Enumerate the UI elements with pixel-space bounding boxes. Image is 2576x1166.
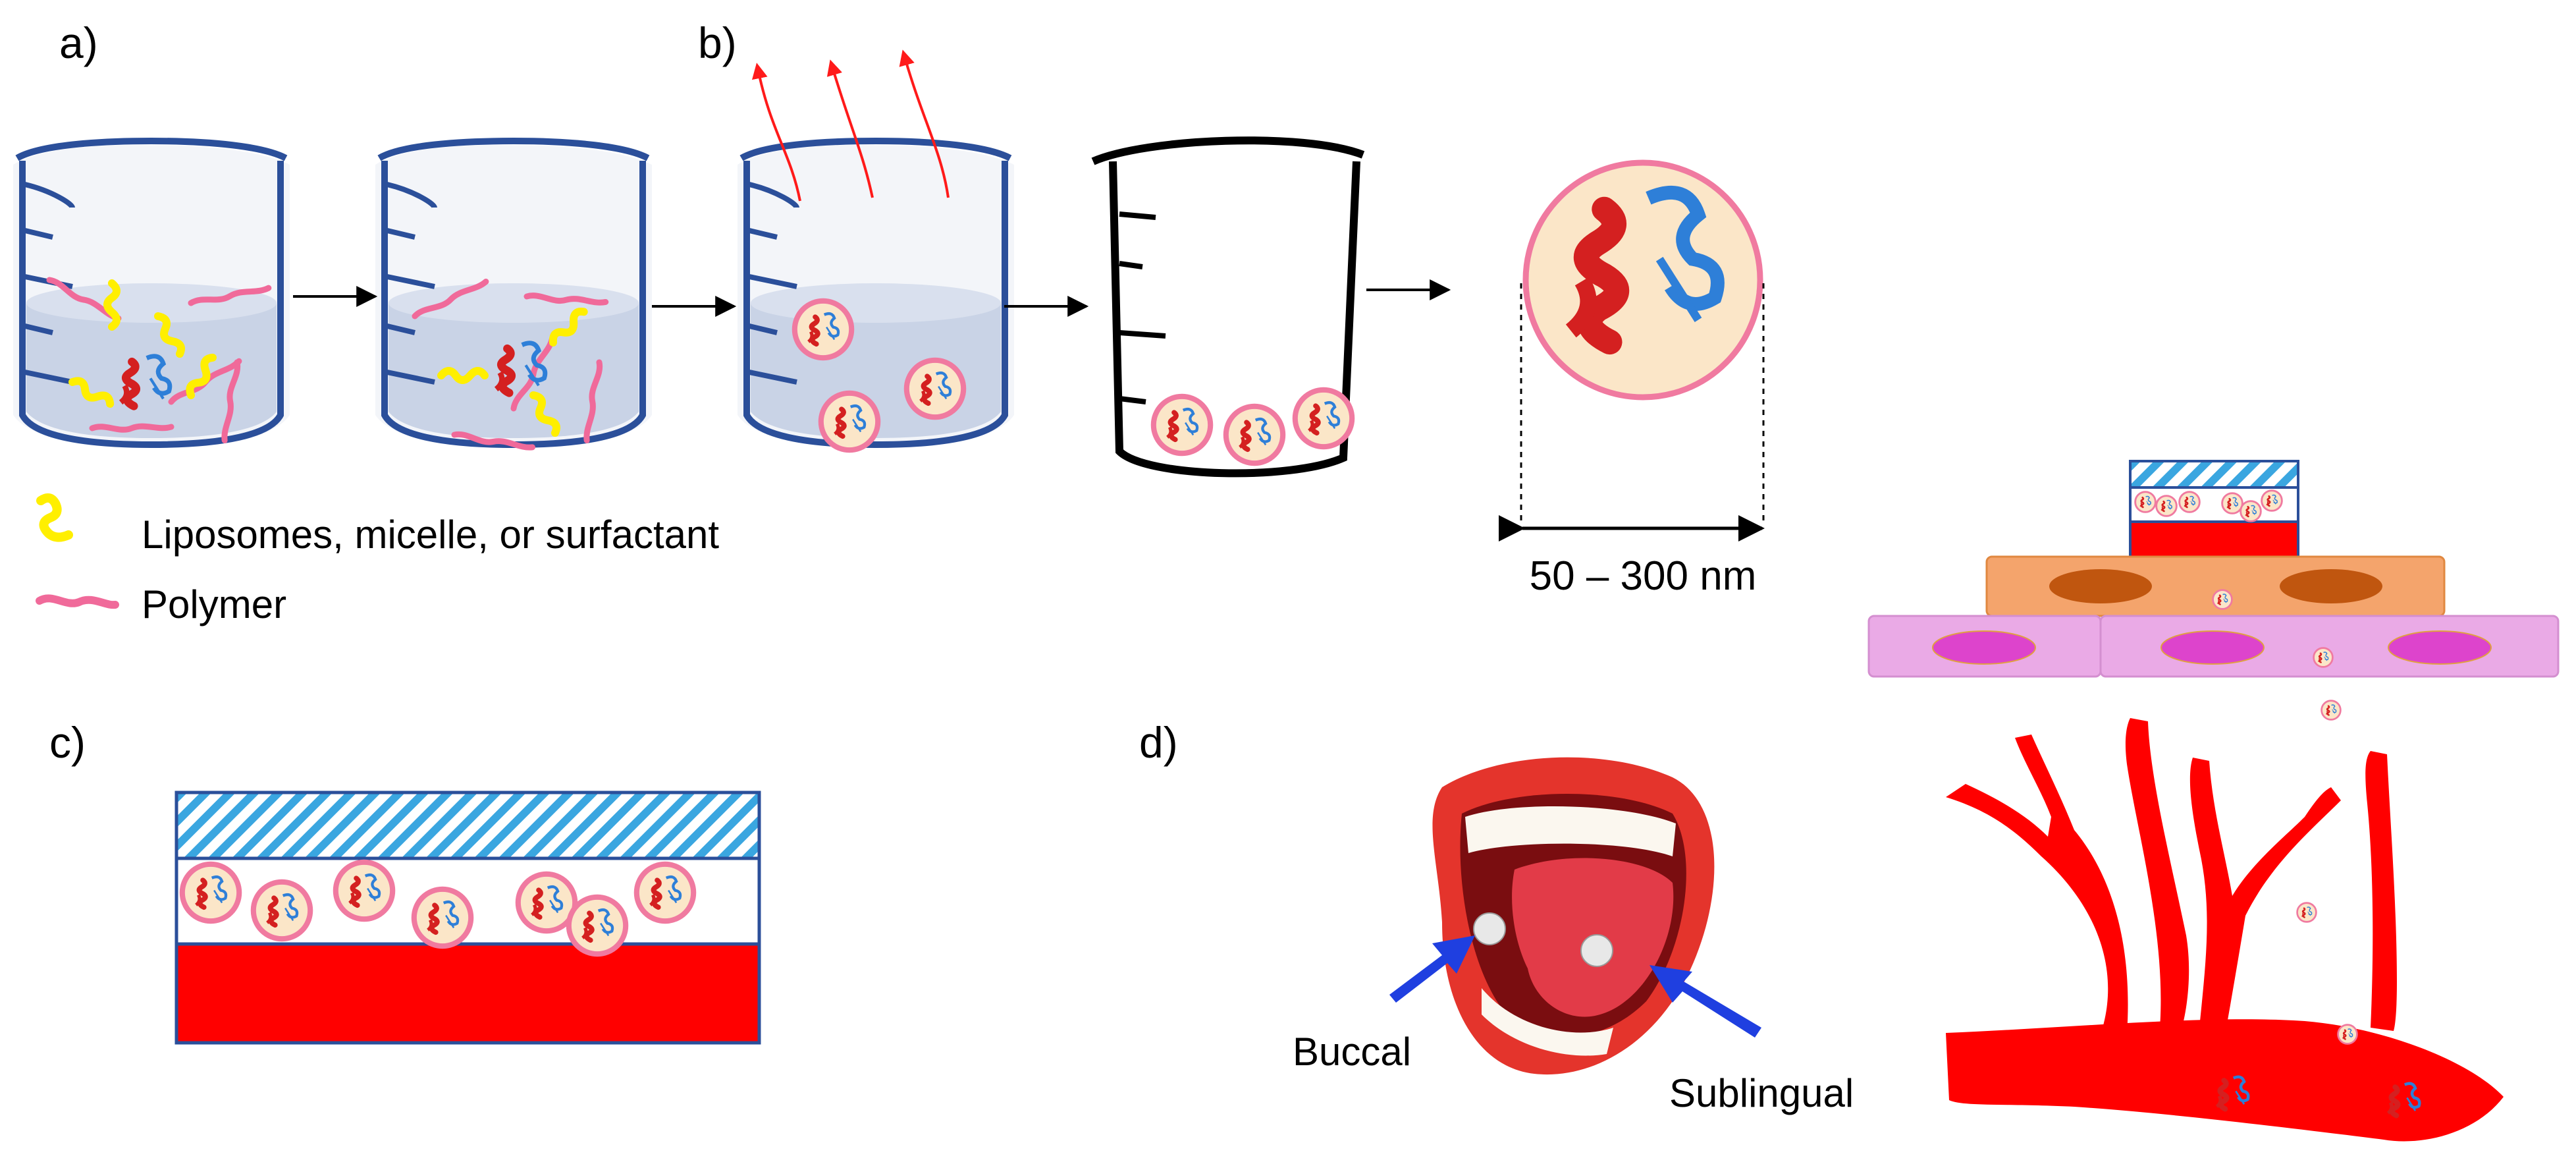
nanoparticle-icon <box>1154 397 1210 453</box>
film-cross-section <box>174 791 761 1045</box>
panel-label-b: b) <box>698 18 737 67</box>
mouth-icon <box>1432 757 1715 1075</box>
evaporation-arrows <box>752 49 950 202</box>
epithelium <box>1867 555 2560 720</box>
beaker-icon <box>375 141 652 450</box>
tablet-buccal <box>1473 912 1506 945</box>
mucoadhesive-layer <box>174 942 761 1045</box>
nanoparticle-icon <box>2213 590 2232 609</box>
nanoparticle-icon <box>254 882 310 939</box>
blood-vessel-icon <box>1946 718 2504 1142</box>
polymer-legend-icon <box>36 594 119 609</box>
sublingual-arrow-icon <box>1650 965 1761 1038</box>
route-label-buccal: Buccal <box>1293 1030 1411 1074</box>
route-arrows <box>1389 935 1761 1038</box>
nanoparticle-icon <box>2338 1025 2357 1044</box>
nanoparticle-icon <box>2322 701 2341 720</box>
buccal-arrow-icon <box>1389 935 1475 1003</box>
nanoparticle-icon <box>569 897 626 954</box>
tablet-sublingual <box>1580 934 1613 967</box>
legend-label-surfactant: Liposomes, micelle, or surfactant <box>142 513 719 557</box>
arrow-icon <box>293 279 1451 317</box>
size-range-label: 50 – 300 nm <box>1530 553 1757 599</box>
backing-layer <box>174 791 761 860</box>
nanoparticle-icon <box>637 864 693 921</box>
nanoparticle-icon <box>2314 648 2333 667</box>
beaker-icon <box>1091 136 1365 478</box>
nanoparticle-icon <box>1295 390 1352 447</box>
applied-film <box>2129 460 2299 559</box>
nanoparticle-enlarged <box>1499 159 1765 541</box>
nanoparticle-icon <box>336 862 392 919</box>
beaker-icon <box>738 141 1014 450</box>
panel-label-d: d) <box>1139 718 1178 767</box>
nanoparticle-icon <box>2262 491 2282 511</box>
nanoparticle-icon <box>2241 501 2261 522</box>
nanoparticle-icon <box>795 301 851 358</box>
nanoparticle-icon <box>182 864 239 921</box>
nanoparticle-icon <box>2157 496 2177 516</box>
legend: Liposomes, micelle, or surfactant Polyme… <box>36 493 719 626</box>
nanoparticle-icon <box>414 889 471 946</box>
nanoparticle-icon <box>2222 493 2243 514</box>
route-label-sublingual: Sublingual <box>1669 1071 1854 1115</box>
surfactant-legend-icon <box>36 493 73 542</box>
panel-label-c: c) <box>49 718 86 767</box>
panel-label-a: a) <box>59 18 98 67</box>
nanoparticle-icon <box>2180 492 2200 513</box>
nanoparticle-icon <box>2135 492 2156 513</box>
beaker-icon <box>13 141 290 448</box>
legend-label-polymer: Polymer <box>142 582 286 626</box>
nanoparticle-icon <box>907 360 963 417</box>
nanoparticle-icon <box>821 393 878 450</box>
nanoparticle-icon <box>2297 903 2317 922</box>
nanoparticle-icon <box>1226 406 1283 463</box>
